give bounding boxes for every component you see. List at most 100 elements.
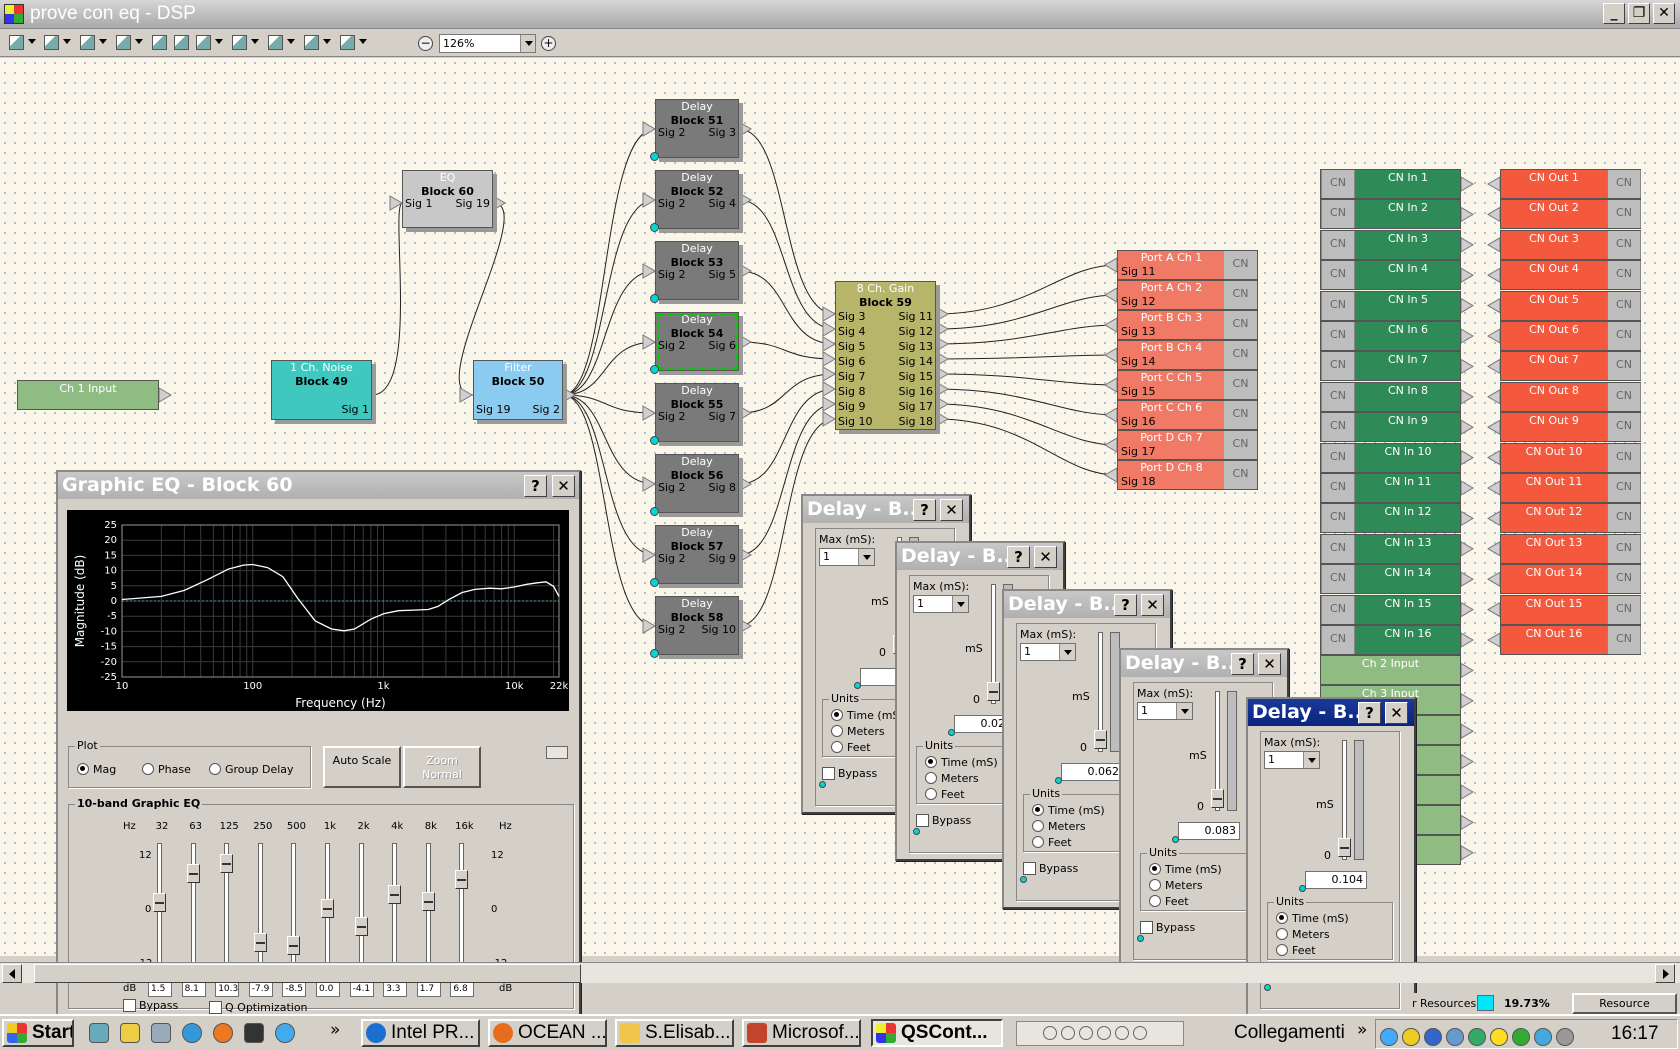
band-slider-thumb[interactable] <box>253 933 267 953</box>
control-pin[interactable] <box>650 223 659 232</box>
plot-phase-radio[interactable]: Phase <box>142 763 191 776</box>
help-button[interactable]: ? <box>524 475 547 497</box>
units-radio[interactable]: Time (mS) <box>1149 863 1222 876</box>
max-select[interactable]: 1 <box>913 595 969 613</box>
help-button[interactable]: ? <box>913 499 936 521</box>
help-button[interactable]: ? <box>1114 594 1137 616</box>
tray-app-icon[interactable] <box>1468 1028 1486 1046</box>
close-button[interactable]: ✕ <box>1141 594 1164 616</box>
close-button[interactable]: ✕ <box>1034 546 1057 568</box>
bypass-checkbox[interactable]: Bypass <box>916 814 971 827</box>
firefox-icon[interactable] <box>213 1023 233 1043</box>
band-gain-value[interactable]: 10.3 <box>215 981 240 997</box>
close-button[interactable]: ✕ <box>1653 3 1675 24</box>
chevron-down-icon[interactable] <box>952 596 968 612</box>
task-ocean[interactable]: OCEAN ... <box>488 1019 607 1047</box>
units-radio[interactable]: Meters <box>1032 820 1086 833</box>
control-pin[interactable] <box>948 729 955 736</box>
tool-group-icon[interactable] <box>304 35 319 50</box>
control-pin[interactable] <box>650 294 659 303</box>
control-pin[interactable] <box>650 578 659 587</box>
close-button[interactable]: ✕ <box>552 475 575 497</box>
filter-block-50[interactable]: Filter Block 50 Sig 19 Sig 2 <box>473 360 563 420</box>
task-microsoft[interactable]: Microsof... <box>742 1019 861 1047</box>
control-pin[interactable] <box>650 152 659 161</box>
band-slider-track[interactable] <box>257 843 263 978</box>
band-slider-thumb[interactable] <box>186 863 200 883</box>
bypass-checkbox[interactable]: Bypass <box>1023 862 1078 875</box>
ie-icon[interactable] <box>182 1023 202 1043</box>
tool-panel-icon[interactable] <box>174 35 189 50</box>
pause-icon[interactable] <box>1061 1026 1075 1040</box>
control-pin[interactable] <box>913 828 920 835</box>
band-slider-thumb[interactable] <box>455 869 469 889</box>
delay-value-field[interactable]: 0.104 <box>1305 871 1367 889</box>
close-button[interactable]: ✕ <box>940 499 963 521</box>
pen-icon[interactable] <box>1556 1028 1574 1046</box>
control-pin[interactable] <box>650 649 659 658</box>
units-radio[interactable]: Feet <box>925 788 965 801</box>
control-pin[interactable] <box>650 507 659 516</box>
chevron-down-icon[interactable] <box>135 39 143 44</box>
tool-connect-icon[interactable] <box>44 35 59 50</box>
resource-details-button[interactable]: Resource Details... <box>1572 993 1677 1027</box>
bypass-checkbox[interactable]: Bypass <box>822 767 877 780</box>
stop-icon[interactable] <box>1079 1026 1093 1040</box>
shield-icon[interactable] <box>1402 1028 1420 1046</box>
control-pin[interactable] <box>854 682 861 689</box>
band-slider-thumb[interactable] <box>220 854 234 874</box>
close-button[interactable]: ✕ <box>1385 702 1408 724</box>
tool-block-icon[interactable] <box>80 35 95 50</box>
task-qscontrol[interactable]: QSCont... <box>871 1019 1003 1047</box>
band-slider-thumb[interactable] <box>321 899 334 918</box>
search-icon[interactable] <box>1534 1028 1552 1046</box>
chevron-down-icon[interactable] <box>1303 752 1319 768</box>
delay-value-field[interactable]: 0.062 <box>1061 763 1123 781</box>
desktop-icon[interactable] <box>89 1023 109 1043</box>
tool-route-icon[interactable] <box>340 35 355 50</box>
band-slider-track[interactable] <box>358 843 364 978</box>
control-pin[interactable] <box>1137 935 1144 942</box>
gear-icon[interactable] <box>244 1023 264 1043</box>
delay-slider-track[interactable] <box>991 584 996 704</box>
band-slider-thumb[interactable] <box>421 891 435 911</box>
zoom-out-button[interactable]: − <box>418 36 433 51</box>
tool-meter-icon[interactable] <box>152 35 167 50</box>
scroll-left-arrow[interactable] <box>2 964 22 983</box>
quicklaunch-more[interactable]: » <box>330 1020 341 1040</box>
device-icon[interactable] <box>151 1023 171 1043</box>
zoom-normal-button[interactable]: Zoom Normal <box>403 746 481 788</box>
chevron-down-icon[interactable] <box>28 39 36 44</box>
usb-icon[interactable] <box>1446 1028 1464 1046</box>
links-toolbar[interactable]: Collegamenti <box>1234 1022 1345 1043</box>
control-pin[interactable] <box>819 781 826 788</box>
bypass-checkbox[interactable]: Bypass <box>1140 921 1195 934</box>
connection-icon[interactable] <box>1424 1028 1442 1046</box>
